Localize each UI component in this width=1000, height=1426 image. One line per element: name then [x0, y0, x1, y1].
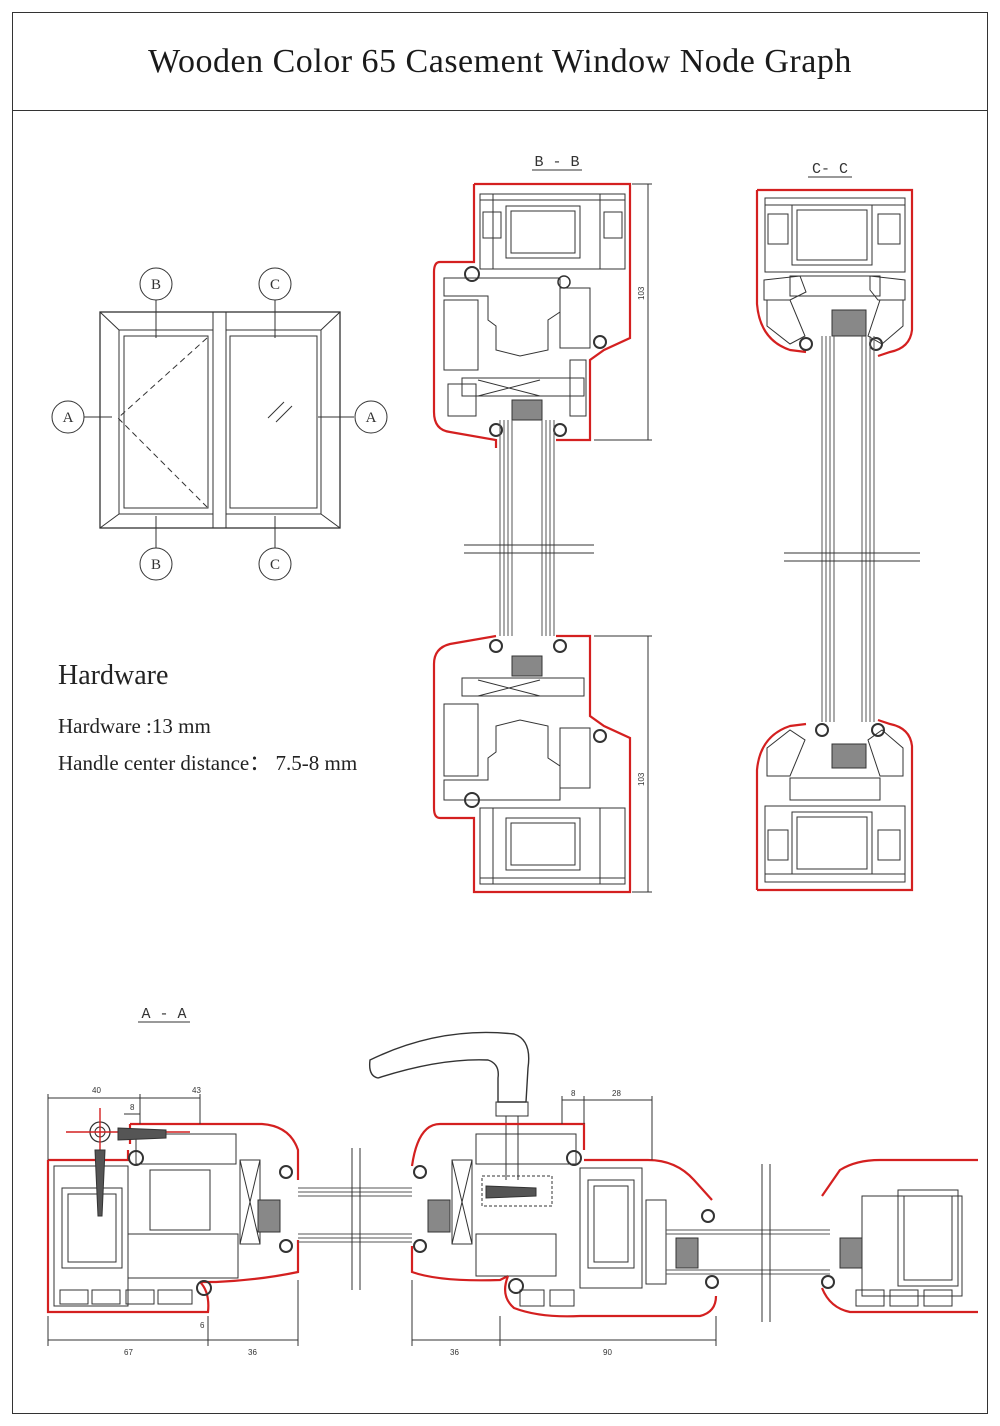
hardware-heading: Hardware [58, 660, 169, 691]
frame-outline-bottom [432, 634, 632, 894]
dim-aa: 8 [130, 1103, 135, 1112]
gasket [464, 266, 480, 282]
dim-aa: 8 [571, 1089, 576, 1098]
window-elevation: B C A A B C [51, 267, 388, 581]
sash-outline-aa-middle [410, 1122, 586, 1282]
dim-aa: 90 [603, 1348, 612, 1357]
frame-outline-cc-bottom [755, 718, 914, 892]
page-title: Wooden Color 65 Casement Window Node Gra… [148, 42, 852, 80]
dim-bb-bottom: 103 [637, 772, 646, 786]
frame-outline-aa-right [820, 1158, 978, 1314]
drawing-sheet: Wooden Color 65 Casement Window Node Gra… [12, 12, 988, 1414]
handle-center-distance: Handle center distance： 7.5-8 mm [58, 751, 358, 775]
dim-aa: 36 [248, 1348, 257, 1357]
dim-aa: 6 [200, 1321, 205, 1330]
section-bb-label: B - B [534, 154, 579, 171]
marker-label: A [366, 410, 377, 426]
marker-b-bottom [139, 547, 173, 581]
marker-a-right [354, 400, 388, 434]
hardware-size: Hardware :13 mm [58, 714, 211, 738]
dim-bb-top: 103 [637, 286, 646, 300]
marker-c-top [258, 267, 292, 301]
marker-label: C [270, 277, 280, 293]
section-bb: B - B [432, 154, 652, 894]
frame-outline-top [432, 182, 632, 448]
dim-aa: 28 [612, 1089, 621, 1098]
marker-label: B [151, 557, 161, 573]
marker-label: B [151, 277, 161, 293]
frame-outline-cc-top [755, 188, 914, 358]
marker-c-bottom [258, 547, 292, 581]
marker-a-left [51, 400, 85, 434]
title-block: Wooden Color 65 Casement Window Node Gra… [13, 13, 987, 111]
section-cc-label: C- C [812, 161, 848, 178]
marker-label: A [63, 410, 74, 426]
marker-label: C [270, 557, 280, 573]
dim-aa: 43 [192, 1086, 201, 1095]
marker-b-top [139, 267, 173, 301]
dim-aa: 40 [92, 1086, 101, 1095]
section-cc: C- C [755, 161, 920, 892]
dim-aa: 36 [450, 1348, 459, 1357]
frame-outline-aa-left [46, 1150, 210, 1314]
handle [368, 1031, 530, 1103]
dim-aa: 67 [124, 1348, 133, 1357]
section-aa-label: A - A [141, 1006, 186, 1023]
section-aa: A - A [46, 1006, 978, 1357]
